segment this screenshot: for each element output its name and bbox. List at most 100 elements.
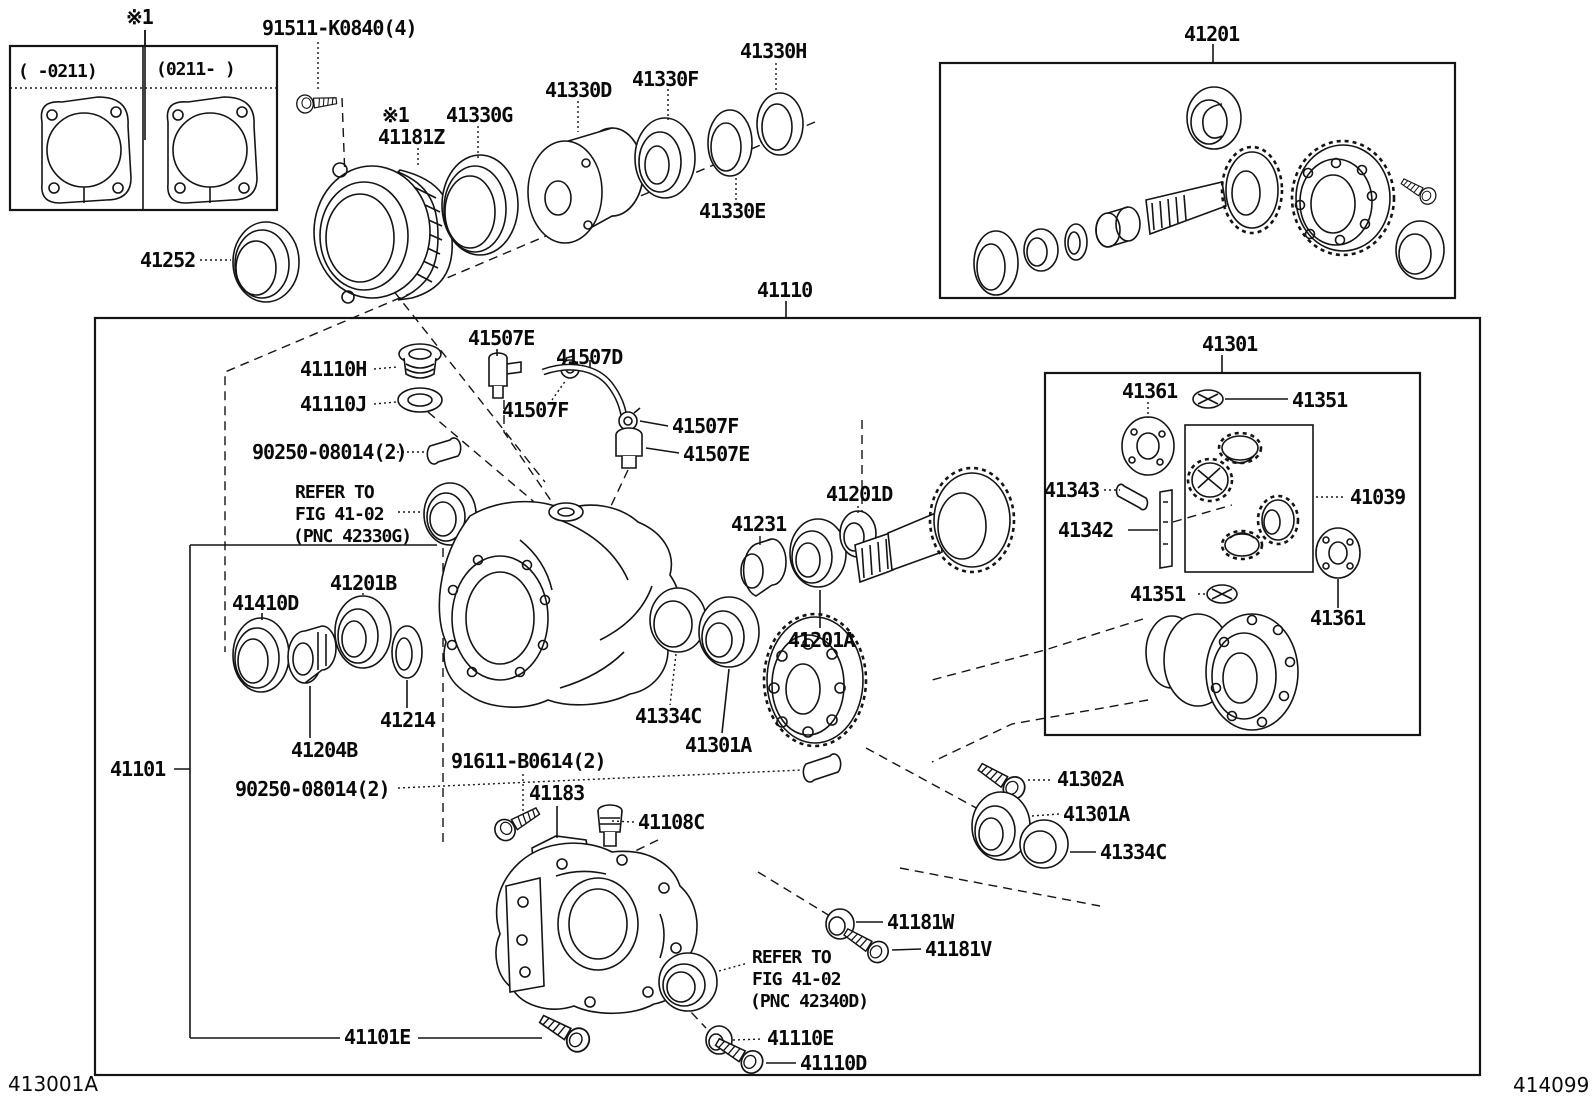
callout-41351-lower: 41351	[1130, 582, 1186, 606]
oil-seal-41334c-upper-drawing	[649, 587, 707, 653]
washer-41214-drawing	[391, 625, 423, 679]
callout-41108c: 41108C	[638, 810, 704, 834]
ring-41330e-drawing	[707, 109, 753, 177]
spacer-41330d-drawing	[527, 127, 644, 244]
callout-41342: 41342	[1058, 518, 1113, 542]
pinion-gear-kit-drawing	[973, 86, 1445, 296]
callout-41181v: 41181V	[925, 937, 992, 961]
callout-41361-upper: 41361	[1122, 379, 1178, 403]
gasket-41110j-drawing	[397, 387, 443, 413]
differential-case-kit-box	[1043, 371, 1422, 737]
callout-41183: 41183	[529, 781, 584, 805]
callout-41110j: 41110J	[300, 392, 366, 416]
callout-41039: 41039	[1350, 485, 1405, 509]
oil-seal-41252-drawing	[232, 221, 300, 303]
figure-id-right: 414099	[1513, 1073, 1589, 1097]
callout-41110d: 41110D	[800, 1051, 867, 1075]
refer2-oil-seal-drawing	[658, 952, 718, 1012]
note-asterisk-case: ※1	[382, 103, 410, 127]
oil-seal-41410d-drawing	[232, 617, 290, 693]
rear-cover-housing-drawing	[495, 842, 698, 1015]
callout-41201d: 41201D	[826, 482, 893, 506]
refer2-line1: REFER TO	[752, 947, 832, 968]
callout-41330e: 41330E	[699, 199, 765, 223]
callout-41181z: 41181Z	[378, 125, 445, 149]
callout-41110: 41110	[757, 278, 812, 302]
callout-41410d: 41410D	[232, 591, 299, 615]
bushing-41231-drawing	[740, 538, 787, 597]
drive-pinion-shaft-drawing	[854, 466, 1016, 584]
hose-clamp-41507f-right-drawing	[618, 407, 641, 431]
callout-91611: 91611-B0614(2)	[451, 749, 606, 773]
note-asterisk-top: ※1	[126, 5, 154, 29]
callout-41334c-lower: 41334C	[1100, 840, 1166, 864]
straight-pin-90250-lower-drawing	[802, 753, 842, 783]
breather-fitting-41507e-left-drawing	[488, 352, 522, 399]
figure-id-left: 413001A	[8, 1072, 98, 1096]
bearing-41201b-drawing	[334, 595, 392, 669]
callout-41330h: 41330H	[740, 39, 806, 63]
callout-41201a: 41201A	[788, 628, 855, 652]
variant-left-header: ( -0211)	[18, 61, 97, 82]
refer1-line2: FIG 41-02	[295, 504, 384, 525]
bearing-41330f-drawing	[634, 117, 696, 199]
callout-41252: 41252	[140, 248, 195, 272]
callout-41330g: 41330G	[446, 103, 513, 127]
callout-91511: 91511-K0840(4)	[262, 16, 417, 40]
callout-41334c-upper: 41334C	[635, 704, 701, 728]
breather-plug-41110h-drawing	[398, 343, 442, 379]
callout-41231: 41231	[731, 512, 787, 536]
callout-41214: 41214	[380, 708, 436, 732]
callout-41101: 41101	[110, 757, 166, 781]
straight-pin-90250-upper-drawing	[426, 437, 462, 465]
carrier-assy-bracket	[174, 544, 542, 1039]
callout-90250-upper: 90250-08014(2)	[252, 440, 407, 464]
callout-41507f-right: 41507F	[672, 414, 738, 438]
ring-41330h-drawing	[756, 92, 804, 156]
callout-41330f: 41330F	[632, 67, 698, 91]
callout-labels: ※1 91511-K0840(4) ( -0211) (0211- ) 4125…	[8, 5, 1589, 1097]
callout-41507f-left: 41507F	[502, 398, 568, 422]
differential-case-kit-drawing	[1115, 389, 1361, 731]
callout-41302a: 41302A	[1057, 767, 1124, 791]
refer1-line3: (PNC 42330G)	[293, 526, 411, 547]
seal-41330g-drawing	[441, 154, 519, 256]
callout-41507e-right: 41507E	[683, 442, 749, 466]
spider-gear-kit-box	[1184, 424, 1314, 573]
differential-carrier-housing-drawing	[438, 500, 682, 708]
callout-41507d: 41507D	[556, 345, 623, 369]
bearing-41201a-drawing	[789, 518, 847, 588]
refer1-line1: REFER TO	[295, 482, 375, 503]
variant-table	[8, 30, 279, 212]
callout-41361-lower: 41361	[1310, 606, 1366, 630]
leader-lines	[144, 30, 1346, 1064]
callout-41301: 41301	[1202, 332, 1258, 356]
callout-41330d: 41330D	[545, 78, 612, 102]
refer2-line2: FIG 41-02	[752, 969, 841, 990]
callout-41110e: 41110E	[767, 1026, 833, 1050]
breather-41108c-drawing	[597, 804, 623, 847]
flange-41204b-drawing	[287, 625, 337, 684]
callout-41204b: 41204B	[291, 738, 358, 762]
callout-41351-upper: 41351	[1292, 388, 1348, 412]
callout-41201: 41201	[1184, 22, 1240, 46]
seal-41334c-lower-drawing	[1019, 819, 1069, 869]
callout-41201b: 41201B	[330, 571, 397, 595]
bolt-41101e-drawing	[534, 1007, 595, 1057]
callout-41343: 41343	[1044, 478, 1099, 502]
variant-right-header: (0211- )	[156, 59, 235, 80]
callout-41181w: 41181W	[887, 910, 955, 934]
callout-41101e: 41101E	[344, 1025, 410, 1049]
callout-41507e-left: 41507E	[468, 326, 534, 350]
callout-41301a-lower: 41301A	[1063, 802, 1130, 826]
bearing-case-41181z-drawing	[313, 162, 453, 304]
bolt-41181v-drawing	[839, 922, 893, 968]
refer2-line3: (PNC 42340D)	[750, 991, 868, 1012]
main-assembly-box	[93, 316, 1482, 1077]
callout-41110h: 41110H	[300, 357, 366, 381]
breather-hose-41507d-drawing	[541, 363, 628, 417]
breather-fitting-41507e-right-drawing	[615, 427, 643, 469]
bearing-41301a-upper-drawing	[698, 596, 760, 668]
